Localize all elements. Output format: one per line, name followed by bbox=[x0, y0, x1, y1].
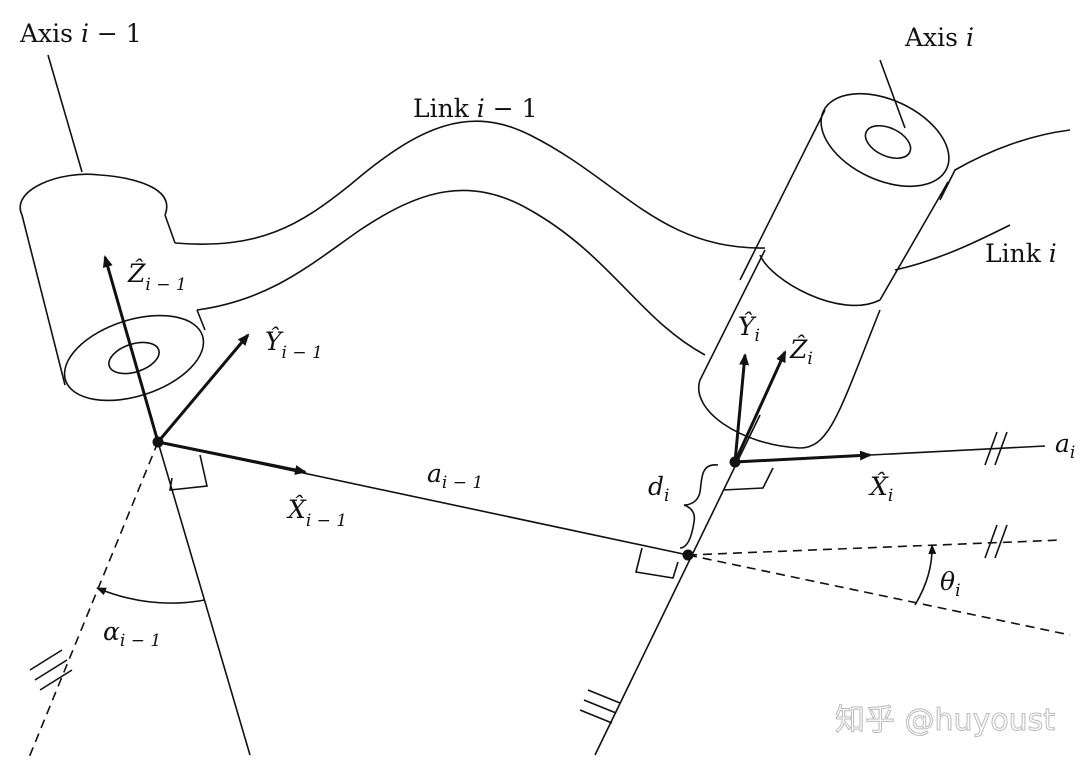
y-prev-arrow bbox=[156, 333, 250, 443]
right-angle-mark-foot bbox=[635, 547, 679, 579]
label-axis-prev: Axis i − 1 bbox=[19, 19, 142, 48]
label-y-prev: Ŷi − 1 bbox=[265, 327, 323, 363]
axis-prev-lower-line bbox=[157, 441, 251, 756]
y-cur-arrow bbox=[733, 353, 750, 463]
axis-prev-upper-line bbox=[47, 54, 83, 173]
label-z-cur: Ẑi bbox=[789, 335, 813, 369]
origin-prev-dot bbox=[152, 436, 164, 448]
label-alpha-prev: αi − 1 bbox=[103, 617, 161, 651]
x-cur-arrow bbox=[734, 450, 872, 464]
axis-cur-upper-line bbox=[879, 59, 906, 129]
label-x-cur: X̂i bbox=[868, 472, 893, 506]
joint-cur-cylinder bbox=[697, 92, 1071, 449]
foot-dot bbox=[682, 549, 694, 561]
watermark: 知乎 @huyoust bbox=[835, 703, 1055, 738]
projected-axis-dashed bbox=[27, 441, 159, 761]
axis-cur-hash-marks bbox=[579, 689, 621, 724]
link-prev-band bbox=[174, 120, 766, 356]
a-cur-hash-marks bbox=[984, 431, 1008, 466]
origin-cur-dot bbox=[729, 456, 741, 468]
label-theta-cur: θi bbox=[940, 567, 961, 601]
label-d-cur: di bbox=[648, 472, 669, 506]
theta-hash-marks bbox=[984, 524, 1008, 559]
dashed-parallel-x bbox=[687, 539, 1063, 556]
theta-arc bbox=[914, 544, 937, 606]
alpha-arc bbox=[96, 587, 206, 604]
label-link-cur: Link i bbox=[985, 239, 1057, 268]
label-a-prev: ai − 1 bbox=[427, 459, 483, 493]
label-link-prev: Link i − 1 bbox=[413, 94, 538, 123]
right-angle-mark-prev bbox=[169, 454, 208, 491]
label-y-cur: Ŷi bbox=[738, 312, 760, 346]
dashed-x-prev-extension bbox=[687, 554, 1071, 636]
axis-cur-lower-line bbox=[594, 414, 761, 756]
label-axis-cur: Axis i bbox=[904, 23, 974, 52]
x-prev-arrow bbox=[157, 440, 307, 475]
right-angle-mark-cur bbox=[722, 467, 774, 491]
label-a-cur: ai bbox=[1055, 429, 1075, 463]
z-cur-arrow bbox=[733, 350, 787, 463]
label-x-prev: X̂i − 1 bbox=[286, 495, 347, 531]
alpha-hash-marks bbox=[29, 649, 73, 691]
label-z-prev: Ẑi − 1 bbox=[127, 259, 187, 295]
z-prev-arrow bbox=[102, 255, 160, 443]
d-brace bbox=[679, 464, 719, 549]
